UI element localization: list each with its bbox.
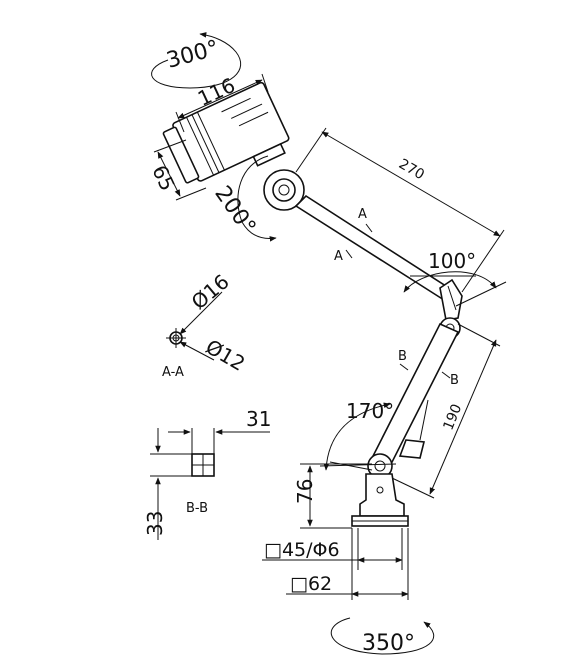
base-height-label: 76 (293, 479, 317, 504)
upper-joint-angle: 100° (403, 249, 507, 307)
base-rotation-label: 350° (362, 631, 415, 656)
upper-arm-label: 270 (396, 156, 427, 183)
section-b-b: 31 33 B-B (143, 407, 271, 540)
lower-joint-angle-label: 170° (346, 399, 394, 423)
base-square-label: □62 (290, 573, 332, 595)
section-a-mark-bottom: A (334, 249, 343, 264)
head-height-label: 65 (147, 161, 180, 194)
lamp-base (351, 473, 409, 527)
section-b-height-label: 33 (143, 511, 167, 536)
upper-joint-angle-label: 100° (428, 249, 476, 273)
head-tilt-label: 200° (209, 182, 260, 240)
section-b-title: B-B (186, 501, 208, 516)
dim-base-width: □45/Φ6 □62 (262, 528, 409, 600)
section-b-mark-left: B (398, 349, 407, 364)
section-a-mark-top: A (358, 207, 367, 222)
section-a-outer-label: Ø16 (187, 269, 234, 314)
lower-joint-angle: 170° (319, 399, 397, 471)
section-a-a: Ø16 Ø12 A-A (162, 269, 249, 380)
dim-base-height: 76 (293, 463, 372, 529)
base-square-tube-label: □45/Φ6 (264, 539, 340, 561)
section-b-width-label: 31 (246, 407, 271, 431)
section-a-title: A-A (162, 365, 184, 380)
section-a-inner-label: Ø12 (202, 334, 250, 375)
lower-arm-label: 190 (440, 402, 465, 433)
upper-arm (263, 169, 463, 321)
base-rotation: 350° (330, 617, 435, 656)
head-rotation-label: 300° (164, 36, 222, 74)
section-b-mark-right: B (450, 373, 459, 388)
lower-arm (367, 317, 461, 479)
